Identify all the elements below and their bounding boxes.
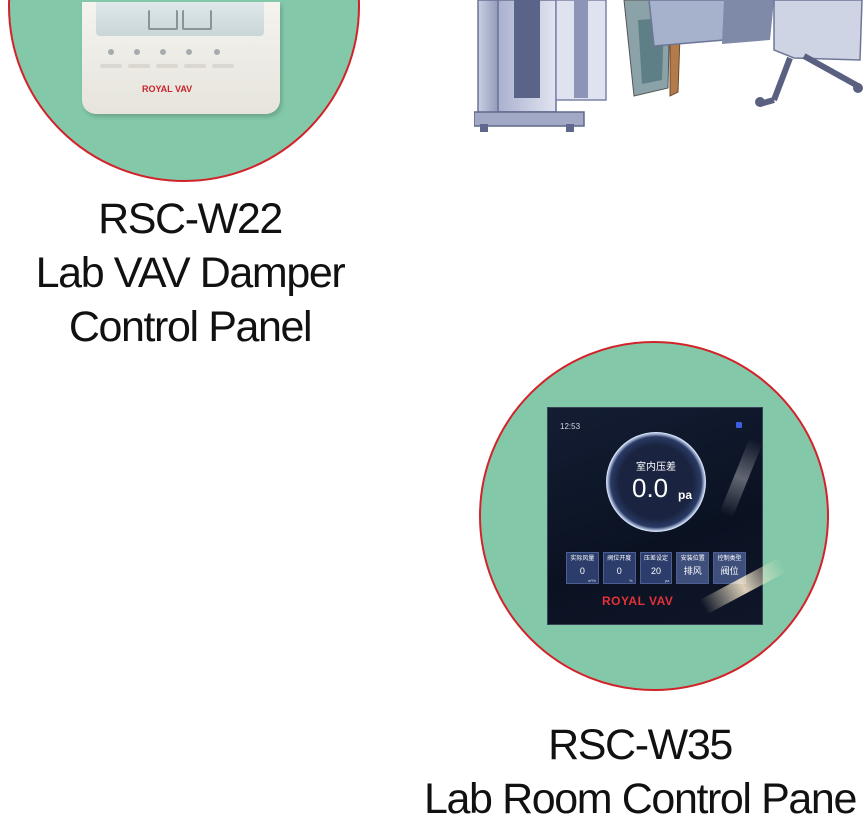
tile-label: 实际风量	[570, 556, 595, 562]
tile-value: 阀位	[720, 566, 739, 576]
screen-glare	[719, 438, 763, 518]
panel-button-icon	[160, 49, 166, 55]
status-tile: 安装位置 排风	[676, 552, 710, 584]
panel-key	[100, 64, 122, 68]
thermostat-panel-image: ROYAL VAV	[82, 2, 280, 114]
display-digit	[148, 10, 178, 30]
gauge-value: 0.0	[632, 473, 669, 503]
tile-label: 安装位置	[680, 556, 705, 562]
tile-unit: %	[629, 578, 633, 583]
product-model: RSC-W22	[98, 195, 283, 243]
product-name-line: Lab Room Control Pane	[424, 775, 857, 823]
product-image-circle-w35: 12:53 室内压差 0.0 pa 实际风量 0 m³/h 阀位开度 0 % 压…	[479, 341, 829, 691]
tile-value: 0	[579, 566, 585, 576]
gauge-unit: pa	[678, 488, 693, 502]
product-name-line: Control Panel	[68, 303, 313, 351]
status-tile: 实际风量 0 m³/h	[566, 552, 599, 584]
status-tile: 阀位开度 0 %	[602, 552, 636, 584]
tile-unit: m³/h	[587, 578, 596, 583]
panel-key	[128, 64, 150, 68]
touch-screen-controller-image: 12:53 室内压差 0.0 pa 实际风量 0 m³/h 阀位开度 0 % 压…	[547, 407, 787, 625]
tile-unit: pa	[664, 578, 670, 583]
panel-key	[212, 64, 234, 68]
panel-button-icon	[134, 49, 140, 55]
tile-value: 排风	[683, 566, 702, 576]
product-label-w35: RSC-W35 Lab Room Control Pane	[400, 718, 865, 826]
product-label-w22: RSC-W22 Lab VAV Damper Control Panel	[10, 192, 370, 354]
status-indicator-icon	[736, 422, 742, 428]
status-tiles: 实际风量 0 m³/h 阀位开度 0 % 压差设定 20 pa 安装位置 排风 …	[566, 552, 746, 584]
product-name-line: Lab VAV Damper	[35, 249, 346, 297]
tile-label: 阀位开度	[607, 556, 632, 562]
product-model: RSC-W35	[548, 721, 733, 769]
screen-clock: 12:53	[560, 422, 581, 431]
panel-button-icon	[186, 49, 192, 55]
pressure-gauge-ring: 室内压差 0.0 pa	[606, 432, 706, 532]
panel-key	[184, 64, 206, 68]
tile-label: 控制类型	[717, 556, 742, 562]
status-tile: 压差设定 20 pa	[639, 552, 673, 584]
panel-button-icon	[108, 49, 114, 55]
panel-key	[156, 64, 178, 68]
display-digit	[182, 10, 212, 30]
thermostat-display	[96, 2, 264, 36]
tile-value: 20	[650, 566, 661, 576]
panel-button-icon	[214, 49, 220, 55]
tile-label: 压差设定	[643, 556, 668, 562]
tile-value: 0	[616, 566, 622, 576]
lab-fume-hood-bench-image	[474, 0, 863, 132]
thermostat-brand-logo: ROYAL VAV	[142, 84, 193, 94]
gauge-title: 室内压差	[636, 462, 676, 473]
screen-brand-logo: ROYAL VAV	[602, 594, 674, 608]
product-image-circle-w22: ROYAL VAV	[8, 0, 360, 182]
